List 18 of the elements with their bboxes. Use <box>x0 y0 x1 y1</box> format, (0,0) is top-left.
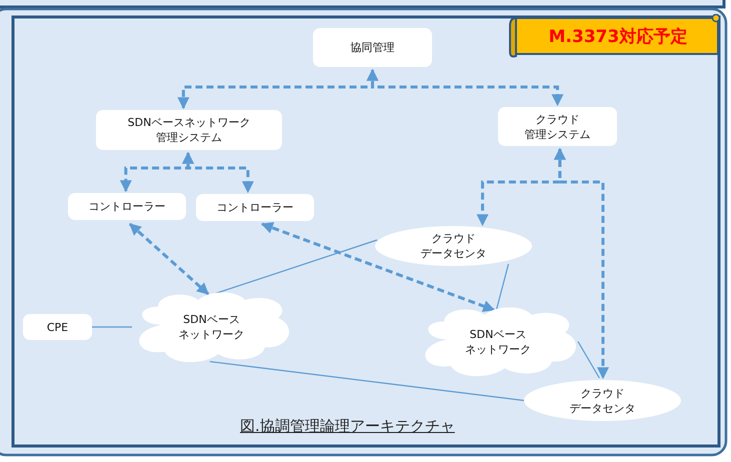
caption: 図.協調管理論理アーキテクチャ <box>240 417 455 436</box>
process-box: クラウド管理システム <box>498 107 617 146</box>
arrow <box>260 222 496 312</box>
process-box: コントローラー <box>68 193 186 220</box>
process-box: コントローラー <box>196 194 314 221</box>
process-box: 協同管理 <box>313 28 432 67</box>
arrow <box>128 222 210 296</box>
arrow <box>554 148 609 380</box>
datacenter-ellipse: クラウドデータセンタ <box>524 380 681 421</box>
process-box: CPE <box>23 314 92 340</box>
connector-line <box>210 360 524 402</box>
connector-line <box>92 326 132 328</box>
connector-line <box>496 264 510 310</box>
connector-line <box>577 341 600 378</box>
arrow <box>182 152 254 194</box>
arrow <box>366 68 564 106</box>
process-box: SDNベースネットワーク管理システム <box>96 110 282 150</box>
datacenter-ellipse: クラウドデータセンタ <box>375 226 532 266</box>
